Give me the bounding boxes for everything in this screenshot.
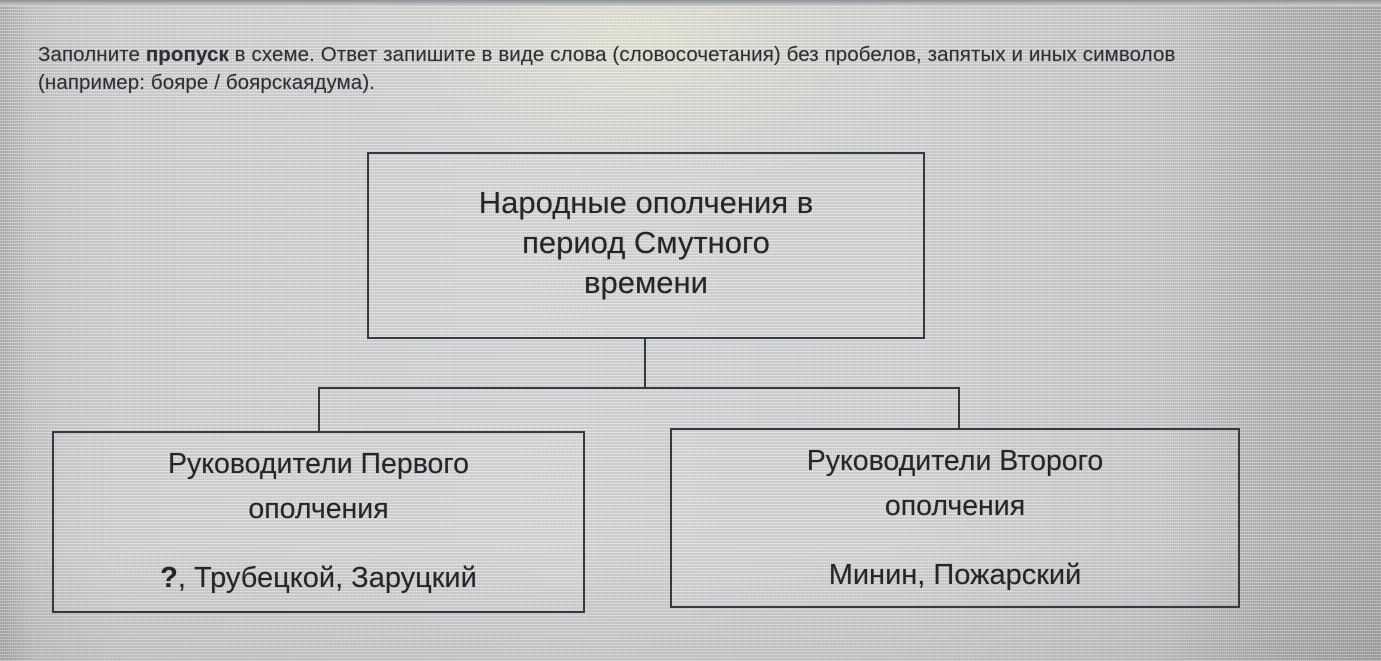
instruction-part-2: в схеме. Ответ запишите в виде слова (сл… — [38, 43, 1176, 94]
diagram-node-second-militia: Руководители Второго ополчения Минин, По… — [670, 428, 1240, 608]
instruction-text: Заполните пропуск в схеме. Ответ запишит… — [38, 41, 1238, 97]
first-militia-title-line-1: Руководители Первого — [167, 448, 470, 480]
connector-horizontal-bar — [318, 387, 960, 389]
root-line-1: Народные ополчения в — [478, 184, 814, 220]
instruction-part-1: Заполните — [38, 43, 146, 66]
connector-drop-left — [318, 387, 320, 432]
first-militia-members: ?, Трубецкой, Заруцкий — [160, 559, 477, 598]
diagram-node-first-militia: Руководители Первого ополчения ?, Трубец… — [52, 431, 585, 613]
root-line-2: период Смутного — [522, 224, 770, 260]
root-line-3: времени — [584, 264, 708, 300]
first-militia-title-line-2: ополчения — [248, 493, 389, 525]
blank-placeholder: ? — [160, 562, 178, 594]
second-militia-members: Минин, Пожарский — [828, 559, 1082, 591]
first-militia-member-names: , Трубецкой, Заруцкий — [177, 562, 477, 594]
connector-drop-right — [958, 387, 960, 429]
connector-root-stem — [644, 339, 646, 389]
instruction-bold-word: пропуск — [145, 43, 229, 66]
second-militia-title-line-2: ополчения — [884, 490, 1026, 522]
second-militia-title-line-1: Руководители Второго — [806, 445, 1104, 477]
diagram-node-root: Народные ополчения в период Смутного вре… — [367, 152, 925, 339]
